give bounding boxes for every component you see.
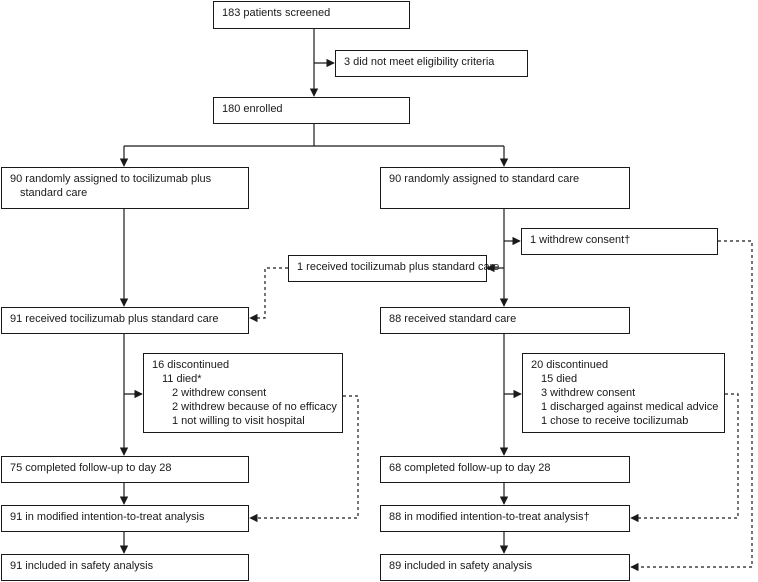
left-completed-box: 75 completed follow-up to day 28: [1, 456, 249, 483]
left-withdrew-consent: 2 withdrew consent: [172, 387, 267, 399]
right-withdrew-text: 1 withdrew consent†: [530, 234, 631, 246]
left-withdrew-no-efficacy: 2 withdrew because of no efficacy: [172, 401, 337, 413]
left-not-willing: 1 not willing to visit hospital: [172, 415, 305, 427]
left-randomised-line1: 90 randomly assigned to tocilizumab plus: [10, 173, 212, 185]
left-randomised-line2: standard care: [20, 187, 88, 199]
left-mitt-text: 91 in modified intention-to-treat analys…: [10, 511, 205, 523]
right-received-box: 88 received standard care: [380, 307, 630, 334]
left-discontinued-title: 16 discontinued: [152, 359, 230, 371]
left-randomised-box: 90 randomly assigned to tocilizumab plus…: [1, 167, 249, 209]
enrolled-text: 180 enrolled: [222, 103, 283, 115]
crossover-text: 1 received tocilizumab plus standard car…: [297, 261, 500, 273]
left-died: 11 died*: [162, 373, 202, 385]
right-discontinued-box: 20 discontinued 15 died 3 withdrew conse…: [522, 353, 725, 433]
screened-box: 183 patients screened: [213, 1, 410, 29]
dashed-crossover-to-left-received: [249, 267, 288, 323]
left-safety-box: 91 included in safety analysis: [1, 554, 249, 581]
left-safety-text: 91 included in safety analysis: [10, 560, 154, 572]
dashed-left-discontinued-to-mitt: [249, 395, 359, 523]
left-discontinued-box: 16 discontinued 11 died* 2 withdrew cons…: [143, 353, 343, 433]
excluded-text: 3 did not meet eligibility criteria: [344, 56, 495, 68]
right-mitt-text: 88 in modified intention-to-treat analys…: [389, 511, 590, 523]
right-safety-text: 89 included in safety analysis: [389, 560, 533, 572]
right-discharged: 1 discharged against medical advice: [541, 401, 719, 413]
right-randomised-text: 90 randomly assigned to standard care: [389, 173, 580, 185]
right-received-text: 88 received standard care: [389, 313, 517, 325]
left-mitt-box: 91 in modified intention-to-treat analys…: [1, 505, 249, 532]
right-completed-box: 68 completed follow-up to day 28: [380, 456, 630, 483]
right-withdrew-box: 1 withdrew consent†: [521, 228, 718, 255]
dashed-withdrew-to-safety: [630, 240, 753, 572]
dashed-right-discontinued-to-mitt: [630, 393, 739, 523]
left-received-text: 91 received tocilizumab plus standard ca…: [10, 313, 219, 325]
right-randomised-box: 90 randomly assigned to standard care: [380, 167, 630, 209]
screened-text: 183 patients screened: [222, 7, 331, 19]
right-withdrew-consent: 3 withdrew consent: [541, 387, 636, 399]
right-mitt-box: 88 in modified intention-to-treat analys…: [380, 505, 630, 532]
enrolled-box: 180 enrolled: [213, 97, 410, 124]
left-received-box: 91 received tocilizumab plus standard ca…: [1, 307, 249, 334]
right-chose-toci: 1 chose to receive tocilizumab: [541, 415, 689, 427]
excluded-box: 3 did not meet eligibility criteria: [335, 50, 528, 77]
right-completed-text: 68 completed follow-up to day 28: [389, 462, 551, 474]
right-discontinued-title: 20 discontinued: [531, 359, 609, 371]
right-safety-box: 89 included in safety analysis: [380, 554, 630, 581]
left-completed-text: 75 completed follow-up to day 28: [10, 462, 172, 474]
right-died: 15 died: [541, 373, 578, 385]
crossover-box: 1 received tocilizumab plus standard car…: [288, 255, 500, 282]
